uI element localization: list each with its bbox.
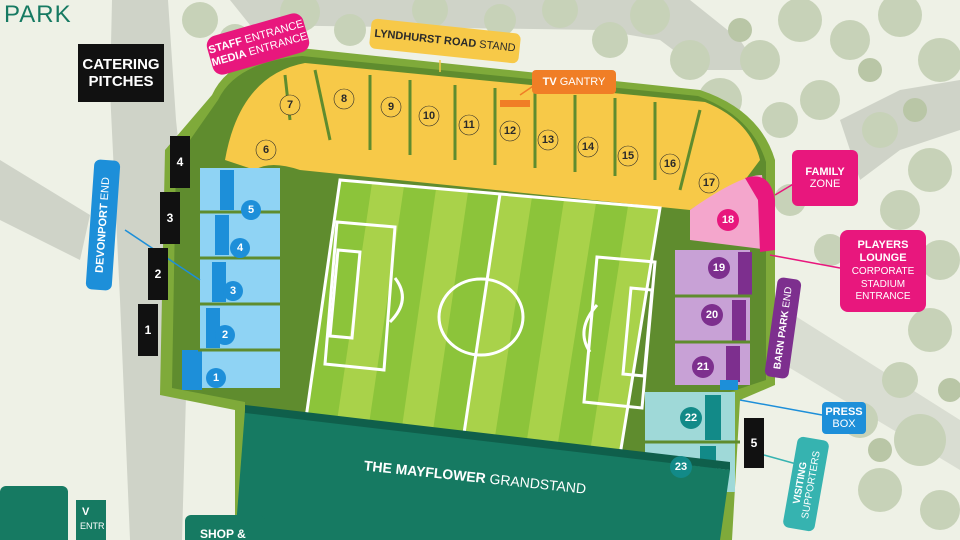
partial-label-entr: ENTR xyxy=(80,521,105,531)
press-box-marker xyxy=(720,380,738,390)
partial-label-shop: SHOP & xyxy=(200,527,246,540)
block-18: 18 xyxy=(722,214,734,226)
gate-4-number: 4 xyxy=(176,155,184,169)
road-north xyxy=(230,0,760,70)
block-22: 22 xyxy=(685,412,697,424)
partial-label-v: V xyxy=(82,506,90,518)
gate-1-number: 1 xyxy=(144,323,152,337)
grandstand-edge xyxy=(245,405,730,470)
block-9: 9 xyxy=(388,101,394,113)
block-21: 21 xyxy=(697,361,709,373)
box-text: BOX xyxy=(832,418,856,430)
block-10: 10 xyxy=(423,110,435,122)
family-text: FAMILY xyxy=(805,166,845,178)
block-12: 12 xyxy=(504,125,516,137)
block-1: 1 xyxy=(213,372,219,384)
gate-2-number: 2 xyxy=(154,267,162,281)
other-block-numbers: 18 5 4 3 2 1 19 20 21 22 23 xyxy=(213,204,734,473)
players-lounge-text: PLAYERS LOUNGE xyxy=(857,238,909,265)
family-zone-strip xyxy=(745,176,775,252)
park-label: PARK xyxy=(4,1,72,28)
gate-2: 2 xyxy=(148,248,168,300)
catering-pitches-label: CATERING PITCHES xyxy=(78,44,164,102)
east-block-discs xyxy=(692,257,730,378)
block-4: 4 xyxy=(237,242,244,254)
block-11: 11 xyxy=(463,119,475,131)
block-2: 2 xyxy=(222,329,228,341)
west-block-discs xyxy=(206,200,261,388)
tv-gantry-bar xyxy=(500,100,530,107)
gantry-text: GANTRY xyxy=(559,76,606,88)
block-6: 6 xyxy=(263,144,269,156)
block-16: 16 xyxy=(664,158,676,170)
east-stand-accents xyxy=(726,252,752,382)
block-20: 20 xyxy=(706,309,718,321)
tv-text: TV xyxy=(542,76,557,88)
block-8: 8 xyxy=(341,93,347,105)
catering-pitches-text: CATERING PITCHES xyxy=(82,56,160,90)
east-stand-dividers xyxy=(670,294,755,344)
devonport-text: DEVONPORT xyxy=(93,202,111,274)
gate-4: 4 xyxy=(170,136,190,188)
north-stand xyxy=(225,63,760,210)
family-zone-label: FAMILY ZONE xyxy=(792,150,858,206)
road-west-diagonal xyxy=(0,160,90,260)
lyndhurst-road-text: LYNDHURST ROAD xyxy=(373,27,477,51)
block-23: 23 xyxy=(675,461,687,473)
block-13: 13 xyxy=(542,134,554,146)
gate-5: 5 xyxy=(744,418,764,468)
press-text: PRESS xyxy=(825,406,863,418)
barn-park-end-text: END xyxy=(780,286,795,309)
family-block-disc xyxy=(717,209,739,231)
block-5: 5 xyxy=(248,204,254,216)
bottom-left-building xyxy=(0,486,68,540)
block-15: 15 xyxy=(622,150,634,162)
bottom-mid-building xyxy=(185,515,265,540)
zone-text: ZONE xyxy=(809,178,841,190)
block-14: 14 xyxy=(582,141,595,153)
bottom-left-sign xyxy=(76,500,106,540)
southeast-block-discs xyxy=(670,407,702,478)
gate-3-number: 3 xyxy=(166,211,174,225)
players-lounge-label: PLAYERS LOUNGE CORPORATE STADIUM ENTRANC… xyxy=(840,230,926,312)
corporate-text: CORPORATE xyxy=(851,266,915,277)
west-stand-accents xyxy=(182,170,234,390)
pitch-stripes xyxy=(305,180,628,452)
gate-5-number: 5 xyxy=(750,436,758,450)
block-3: 3 xyxy=(230,285,236,297)
devonport-end-text: END xyxy=(98,176,113,201)
tv-gantry-label: TV GANTRY xyxy=(532,70,616,94)
gate-3: 3 xyxy=(160,192,180,244)
north-block-numbers: 6 7 8 9 10 11 12 13 14 15 16 17 xyxy=(263,93,715,189)
barn-park-text: BARN PARK xyxy=(771,309,791,370)
block-17: 17 xyxy=(703,177,715,189)
press-box-label: PRESS BOX xyxy=(822,402,866,434)
entrance-text: ENTRANCE xyxy=(855,291,911,302)
block-7: 7 xyxy=(287,99,293,111)
road-east xyxy=(840,80,960,180)
stadium-text: STADIUM xyxy=(860,278,906,290)
gate-1: 1 xyxy=(138,304,158,356)
north-block-discs xyxy=(255,88,720,194)
grandstand-block xyxy=(235,410,730,540)
stand-text: STAND xyxy=(478,38,517,55)
block-19: 19 xyxy=(713,262,725,274)
